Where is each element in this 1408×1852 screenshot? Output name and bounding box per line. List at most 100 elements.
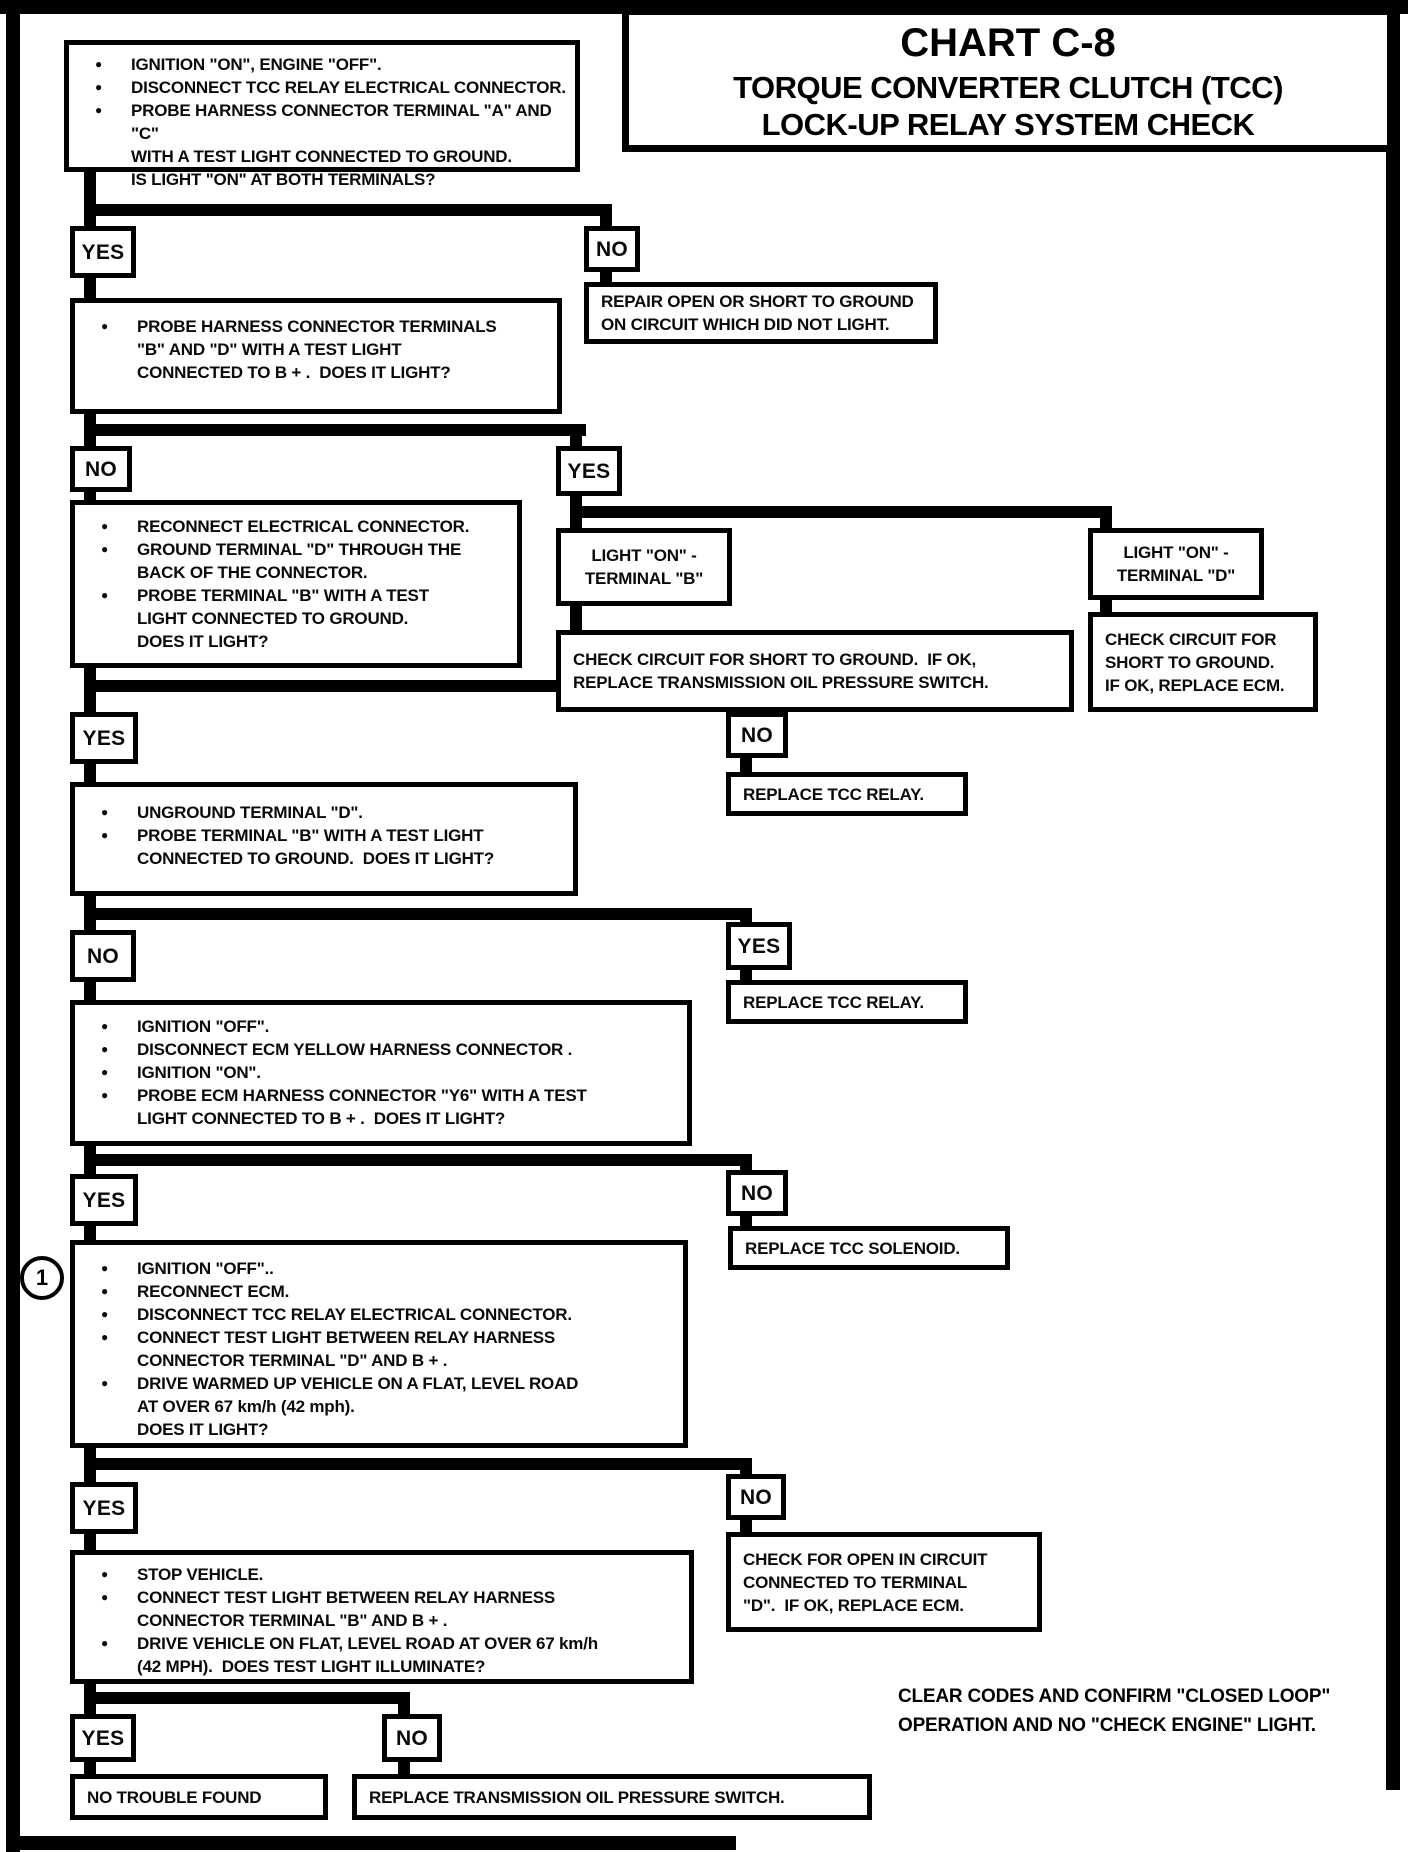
connector (84, 764, 96, 782)
repair-open-short-box: REPAIR OPEN OR SHORT TO GROUND ON CIRCUI… (584, 282, 938, 344)
check-open-terminal-d-box: CHECK FOR OPEN IN CIRCUIT CONNECTED TO T… (726, 1532, 1042, 1632)
action-text: REPLACE TCC SOLENOID. (745, 1238, 960, 1258)
condition-text: LIGHT "ON" - TERMINAL "D" (1116, 543, 1236, 585)
replace-tcc-relay-box-1: REPLACE TCC RELAY. (726, 772, 968, 816)
connector (740, 970, 752, 980)
reconnect-connector-box: RECONNECT ELECTRICAL CONNECTOR. GROUND T… (70, 500, 522, 668)
yes-label-6: YES (70, 1482, 138, 1534)
ecm-probe-y6-box: IGNITION "OFF". DISCONNECT ECM YELLOW HA… (70, 1000, 692, 1146)
connector (84, 278, 96, 298)
condition-text: LIGHT "ON" - TERMINAL "B" (584, 546, 704, 588)
replace-tcc-relay-box-2: REPLACE TCC RELAY. (726, 980, 968, 1024)
action-text: REPLACE TCC RELAY. (743, 992, 924, 1012)
connector (1100, 600, 1112, 612)
connector (570, 506, 1112, 518)
connector (84, 424, 586, 436)
no-label-7: NO (382, 1714, 442, 1762)
light-on-terminal-d-box: LIGHT "ON" - TERMINAL "D" (1088, 528, 1264, 600)
page-border-right (1386, 0, 1400, 1790)
bullet-item: CONNECT TEST LIGHT BETWEEN RELAY HARNESS… (75, 1586, 681, 1632)
unground-terminal-d-box: UNGROUND TERMINAL "D". PROBE TERMINAL "B… (70, 782, 578, 896)
connector (84, 1692, 410, 1704)
drive-test-box: IGNITION "OFF".. RECONNECT ECM. DISCONNE… (70, 1240, 688, 1448)
connector (740, 908, 752, 922)
yes-label-1: YES (70, 226, 136, 278)
connector (84, 1534, 96, 1550)
bullet-item: RECONNECT ECM. (75, 1280, 675, 1303)
connector (570, 606, 582, 630)
bullet-item: GROUND TERMINAL "D" THROUGH THE BACK OF … (75, 538, 509, 584)
bullet-item: IGNITION "OFF". (75, 1015, 679, 1038)
bullet-item: PROBE TERMINAL "B" WITH A TEST LIGHT CON… (75, 824, 565, 870)
callout-1-badge: 1 (20, 1256, 64, 1300)
bullet-item: DISCONNECT TCC RELAY ELECTRICAL CONNECTO… (75, 1303, 675, 1326)
connector (84, 1154, 752, 1166)
connector (740, 1154, 752, 1170)
connector (84, 1762, 96, 1774)
chart-title: CHART C-8 (900, 21, 1116, 65)
action-text: REPLACE TRANSMISSION OIL PRESSURE SWITCH… (369, 1787, 785, 1807)
replace-oil-pressure-switch-box: REPLACE TRANSMISSION OIL PRESSURE SWITCH… (352, 1774, 872, 1820)
bullet-item: DISCONNECT TCC RELAY ELECTRICAL CONNECTO… (69, 76, 567, 99)
bullet-item: DISCONNECT ECM YELLOW HARNESS CONNECTOR … (75, 1038, 679, 1061)
connector (600, 272, 612, 282)
connector (84, 492, 96, 500)
connector (398, 1692, 410, 1714)
page-border-left (6, 0, 20, 1852)
bullet-item: IGNITION "ON". (75, 1061, 679, 1084)
no-label-4: NO (70, 930, 136, 982)
no-label-6: NO (726, 1474, 786, 1520)
check-short-d-box: CHECK CIRCUIT FOR SHORT TO GROUND. IF OK… (1088, 612, 1318, 712)
connector (84, 908, 752, 920)
no-label-3: NO (726, 712, 788, 758)
callout-number: 1 (35, 1265, 49, 1290)
connector (398, 1762, 410, 1774)
bullet-item: PROBE TERMINAL "B" WITH A TEST LIGHT CON… (75, 584, 509, 653)
probe-terminals-bd-box: PROBE HARNESS CONNECTOR TERMINALS "B" AN… (70, 298, 562, 414)
yes-label-3: YES (70, 712, 138, 764)
connector (570, 424, 582, 446)
action-text: REPAIR OPEN OR SHORT TO GROUND ON CIRCUI… (601, 292, 914, 334)
bullet-item: RECONNECT ELECTRICAL CONNECTOR. (75, 515, 509, 538)
replace-tcc-solenoid-box: REPLACE TCC SOLENOID. (728, 1226, 1010, 1270)
title-box: CHART C-8 TORQUE CONVERTER CLUTCH (TCC) … (622, 8, 1394, 152)
connector (740, 1458, 752, 1474)
yes-label-5: YES (70, 1174, 138, 1226)
bullet-item: UNGROUND TERMINAL "D". (75, 801, 565, 824)
no-label-2: NO (70, 446, 132, 492)
action-text: CHECK CIRCUIT FOR SHORT TO GROUND. IF OK… (573, 650, 989, 692)
connector (740, 758, 752, 772)
page-border-bottom (6, 1836, 736, 1850)
result-text: NO TROUBLE FOUND (87, 1787, 262, 1807)
yes-label-4: YES (726, 922, 792, 970)
bullet-item: IGNITION "ON", ENGINE "OFF". (69, 53, 567, 76)
bullet-item: STOP VEHICLE. (75, 1563, 681, 1586)
connector (84, 1226, 96, 1240)
check-short-b-box: CHECK CIRCUIT FOR SHORT TO GROUND. IF OK… (556, 630, 1074, 712)
bullet-item: PROBE HARNESS CONNECTOR TERMINALS "B" AN… (75, 315, 549, 384)
bullet-item: DRIVE VEHICLE ON FLAT, LEVEL ROAD AT OVE… (75, 1632, 681, 1678)
stop-vehicle-box: STOP VEHICLE. CONNECT TEST LIGHT BETWEEN… (70, 1550, 694, 1684)
action-text: CHECK CIRCUIT FOR SHORT TO GROUND. IF OK… (1105, 629, 1285, 695)
connector (84, 204, 612, 216)
no-trouble-found-box: NO TROUBLE FOUND (70, 1774, 328, 1820)
connector (84, 1458, 752, 1470)
clear-codes-note: CLEAR CODES AND CONFIRM "CLOSED LOOP" OP… (898, 1686, 1331, 1736)
yes-label-2: YES (556, 446, 622, 496)
no-label-1: NO (584, 226, 640, 272)
connector (1100, 506, 1112, 528)
chart-subtitle-1: TORQUE CONVERTER CLUTCH (TCC) (733, 70, 1283, 105)
bullet-item: DRIVE WARMED UP VEHICLE ON A FLAT, LEVEL… (75, 1372, 675, 1441)
connector (600, 204, 612, 226)
connector (740, 1520, 752, 1532)
start-box: IGNITION "ON", ENGINE "OFF". DISCONNECT … (64, 40, 580, 189)
bullet-item: IGNITION "OFF".. (75, 1257, 675, 1280)
chart-subtitle-2: LOCK-UP RELAY SYSTEM CHECK (761, 107, 1255, 142)
connector (84, 982, 96, 1000)
bullet-item: PROBE HARNESS CONNECTOR TERMINAL "A" AND… (69, 99, 567, 191)
yes-label-7: YES (70, 1714, 136, 1762)
bullet-item: PROBE ECM HARNESS CONNECTOR "Y6" WITH A … (75, 1084, 679, 1130)
no-label-5: NO (726, 1170, 788, 1216)
bullet-item: CONNECT TEST LIGHT BETWEEN RELAY HARNESS… (75, 1326, 675, 1372)
